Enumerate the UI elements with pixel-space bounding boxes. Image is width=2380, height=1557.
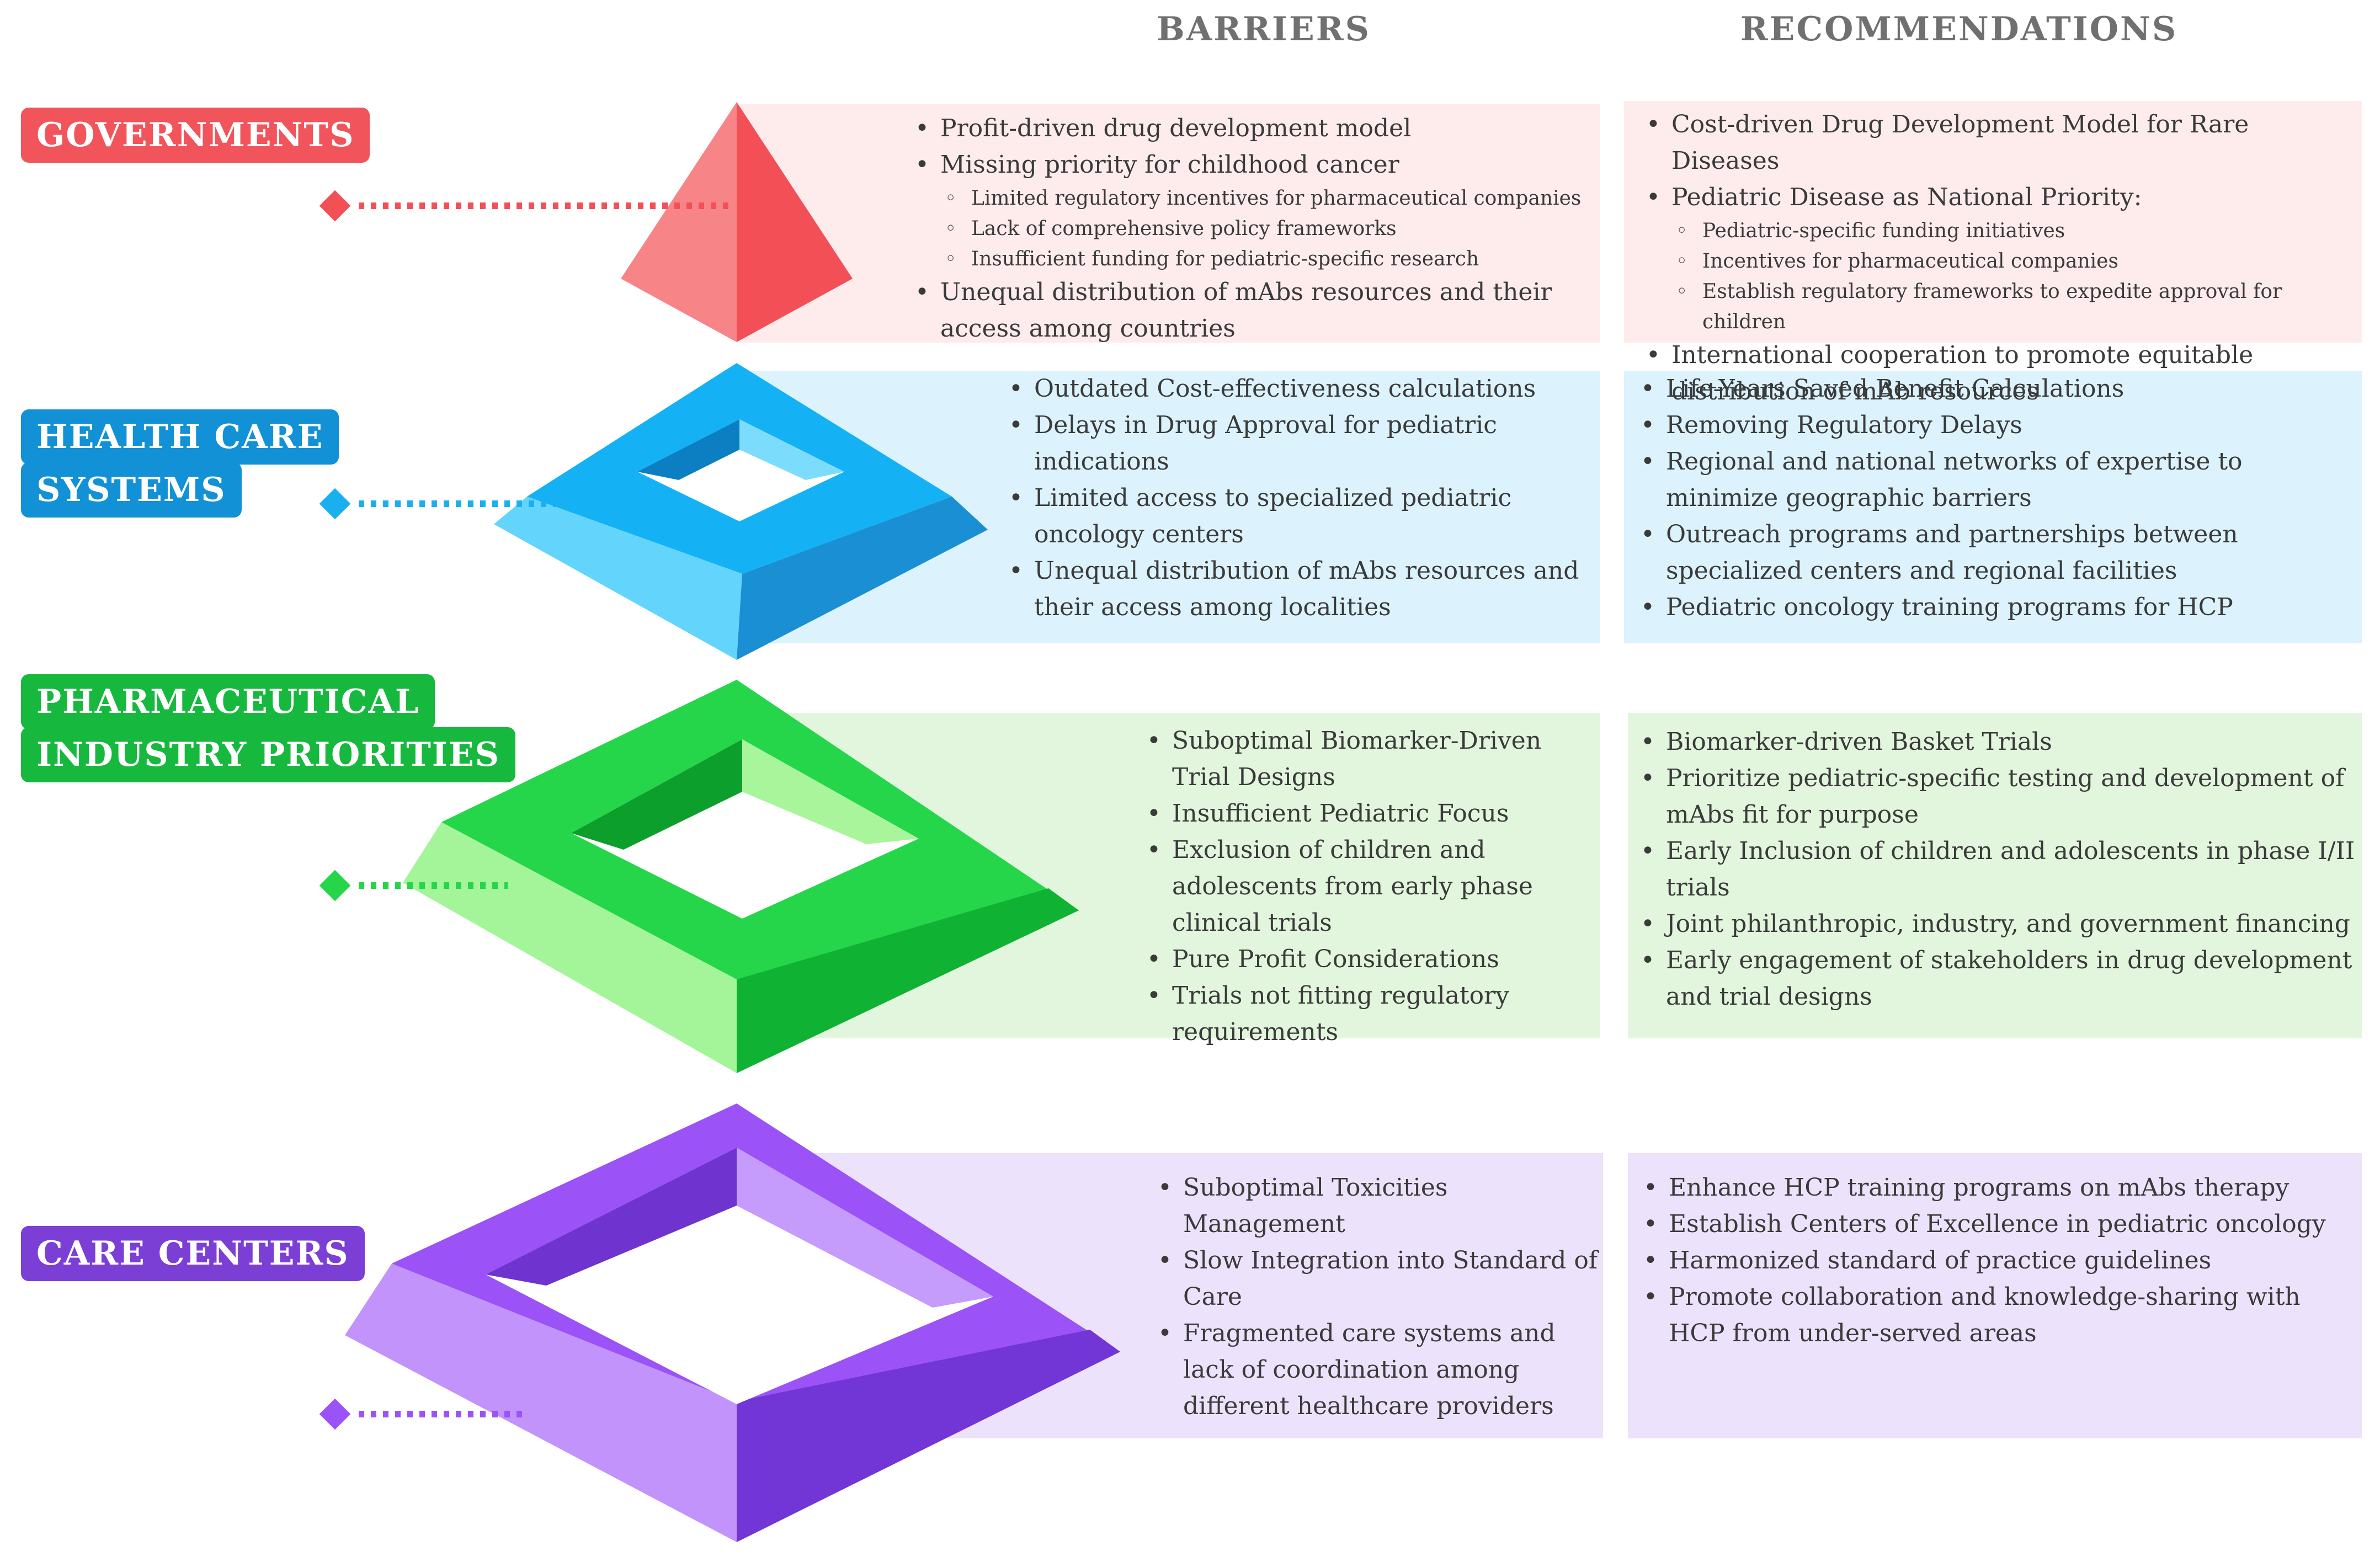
care-centers-frame-icon [345,1103,1120,1542]
care-centers-label-line-1: CARE CENTERS [36,1234,349,1273]
list-item: Fragmented care systems and lack of coor… [1148,1315,1600,1425]
list-item: Unequal distribution of mAbs resources a… [905,274,1595,347]
care-centers-barriers-list: Suboptimal Toxicities Management Slow In… [1148,1170,1600,1425]
pharma-label-line-1: PHARMACEUTICAL [36,682,420,721]
list-item: Promote collaboration and knowledge-shar… [1633,1279,2356,1352]
list-item: Missing priority for childhood cancer [905,147,1595,183]
list-item: Suboptimal Toxicities Management [1148,1170,1600,1243]
health-care-frame-icon [494,363,988,660]
list-item: Trials not fitting regulatory requiremen… [1137,978,1600,1051]
list-item: Limited regulatory incentives for pharma… [905,183,1595,214]
list-item: Joint philanthropic, industry, and gover… [1631,906,2359,942]
pharma-label-2: INDUSTRY PRIORITIES [21,727,516,782]
governments-pyramid-icon [621,102,853,342]
list-item: Outdated Cost-effectiveness calculations [999,371,1595,407]
list-item: Exclusion of children and adolescents fr… [1137,832,1600,941]
health-care-label: HEALTH CARE [21,409,339,465]
list-item: Regional and national networks of expert… [1631,444,2359,516]
list-item: Early Inclusion of children and adolesce… [1631,833,2359,906]
list-item: Suboptimal Biomarker-Driven Trial Design… [1137,723,1600,796]
list-item: Pediatric-specific funding initiatives [1636,216,2359,246]
barriers-header: BARRIERS [1157,10,1371,49]
governments-label-line-1: GOVERNMENTS [36,116,355,154]
list-item: Establish Centers of Excellence in pedia… [1633,1206,2356,1243]
list-item: Early engagement of stakeholders in drug… [1631,942,2359,1015]
list-item: Profit-driven drug development model [905,110,1595,147]
list-item: Removing Regulatory Delays [1631,407,2359,444]
recommendations-header: RECOMMENDATIONS [1740,10,2178,49]
list-item: Insufficient funding for pediatric-speci… [905,244,1595,274]
care-centers-label: CARE CENTERS [21,1226,365,1281]
governments-label: GOVERNMENTS [21,108,370,163]
list-item: Limited access to specialized pediatric … [999,480,1595,553]
pharma-label-line-2: INDUSTRY PRIORITIES [36,735,501,774]
health-care-label-line-1: HEALTH CARE [36,418,324,456]
list-item: Life-Years Saved Benefit Calculations [1631,371,2359,407]
list-item: Unequal distribution of mAbs resources a… [999,553,1595,626]
list-item: Pure Profit Considerations [1137,941,1600,978]
care-centers-connector [319,1398,524,1430]
list-item: Delays in Drug Approval for pediatric in… [999,407,1595,480]
list-item: Enhance HCP training programs on mAbs th… [1633,1170,2356,1206]
governments-recommendations-list: Cost-driven Drug Development Model for R… [1636,106,2359,410]
list-item: Harmonized standard of practice guidelin… [1633,1243,2356,1279]
care-centers-recommendations-list: Enhance HCP training programs on mAbs th… [1633,1170,2356,1352]
pharma-barriers-list: Suboptimal Biomarker-Driven Trial Design… [1137,723,1600,1051]
pharma-recommendations-list: Biomarker-driven Basket Trials Prioritiz… [1631,724,2359,1015]
pharma-frame-icon [403,680,1079,1073]
health-care-label-line-2: SYSTEMS [36,471,226,509]
list-item: Prioritize pediatric-specific testing an… [1631,760,2359,833]
pharma-label: PHARMACEUTICAL [21,674,435,729]
list-item: Outreach programs and partnerships betwe… [1631,516,2359,589]
health-care-label-2: SYSTEMS [21,462,242,518]
health-care-connector [319,488,568,520]
list-item: Incentives for pharmaceutical companies [1636,246,2359,276]
list-item: Insufficient Pediatric Focus [1137,796,1600,832]
pharma-connector [319,870,508,902]
list-item: Biomarker-driven Basket Trials [1631,724,2359,760]
health-care-barriers-list: Outdated Cost-effectiveness calculations… [999,371,1595,626]
list-item: Cost-driven Drug Development Model for R… [1636,106,2359,179]
list-item: Lack of comprehensive policy frameworks [905,214,1595,244]
health-care-recommendations-list: Life-Years Saved Benefit Calculations Re… [1631,371,2359,626]
list-item: Slow Integration into Standard of Care [1148,1243,1600,1315]
governments-barriers-list: Profit-driven drug development model Mis… [905,110,1595,347]
list-item: Pediatric Disease as National Priority: [1636,179,2359,216]
list-item: Establish regulatory frameworks to exped… [1636,276,2359,337]
list-item: Pediatric oncology training programs for… [1631,589,2359,626]
